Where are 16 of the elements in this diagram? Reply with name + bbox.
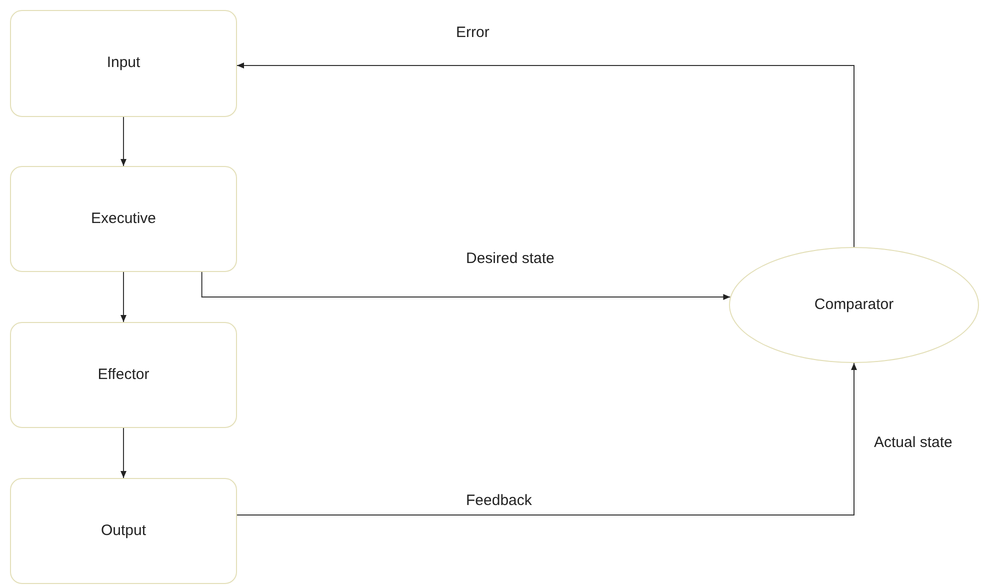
process-box (10, 322, 237, 428)
arrow (120, 428, 126, 478)
node-label: Effector (98, 364, 150, 385)
arrow (120, 116, 126, 166)
node-label: Input (106, 53, 140, 74)
arrow (236, 62, 854, 248)
arrow (201, 272, 731, 300)
process-box (10, 478, 237, 584)
process-box (10, 10, 237, 117)
node-label: Comparator (814, 294, 894, 315)
node-label: Executive (90, 208, 156, 229)
state-label: Actual state (874, 433, 952, 453)
process-box (10, 166, 237, 272)
arrow (236, 362, 857, 516)
arrow (120, 272, 126, 322)
node-label: Output (100, 520, 146, 541)
